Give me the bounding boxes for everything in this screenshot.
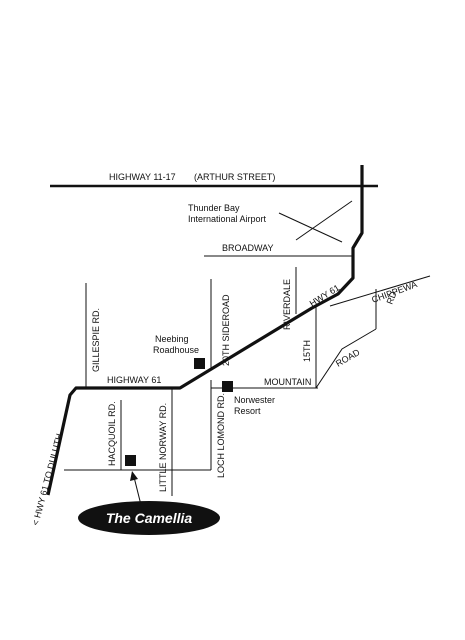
airport-runway-2 bbox=[295, 200, 353, 241]
twentieth-sideroad-label: 20TH SIDEROAD bbox=[221, 294, 231, 366]
norwester-label-line2: Resort bbox=[234, 406, 261, 416]
fifteenth-label: 15TH bbox=[302, 340, 312, 362]
highway-61-label: HIGHWAY 61 bbox=[107, 375, 161, 385]
camellia-badge-text: The Camellia bbox=[106, 510, 193, 526]
highway-61-route bbox=[46, 165, 364, 496]
broadway-label: BROADWAY bbox=[222, 243, 274, 253]
norwester-resort-marker bbox=[222, 381, 233, 392]
road-label: ROAD bbox=[334, 347, 362, 369]
neebing-roadhouse-marker bbox=[194, 358, 205, 369]
mountain-label: MOUNTAIN bbox=[264, 377, 311, 387]
hwy-61-duluth-label: < HWY 61 TO DULUTH bbox=[30, 432, 64, 526]
airport-runway-1 bbox=[278, 212, 343, 243]
loch-lomond-label: LOCH LOMOND RD. bbox=[216, 393, 226, 478]
hacquoil-label: HACQUOIL RD. bbox=[107, 401, 117, 466]
neebing-label-line1: Neebing bbox=[155, 334, 189, 344]
highway-11-17-label: HIGHWAY 11-17 bbox=[109, 172, 176, 182]
norwester-label-line1: Norwester bbox=[234, 395, 275, 405]
airport-label-line2: International Airport bbox=[188, 214, 267, 224]
camellia-badge: The Camellia bbox=[78, 501, 220, 535]
neebing-label-line2: Roadhouse bbox=[153, 345, 199, 355]
camellia-marker bbox=[125, 455, 136, 466]
chippewa-road bbox=[329, 275, 431, 307]
arthur-street-label: (ARTHUR STREET) bbox=[194, 172, 275, 182]
riverdale-label: RIVERDALE bbox=[282, 279, 292, 330]
airport-label-line1: Thunder Bay bbox=[188, 203, 240, 213]
road-curve bbox=[315, 328, 377, 389]
little-norway-label: LITTLE NORWAY RD. bbox=[158, 403, 168, 492]
camellia-arrow-shaft bbox=[133, 476, 142, 506]
camellia-arrow-head bbox=[130, 471, 138, 481]
gillespie-label: GILLESPIE RD. bbox=[91, 308, 101, 372]
